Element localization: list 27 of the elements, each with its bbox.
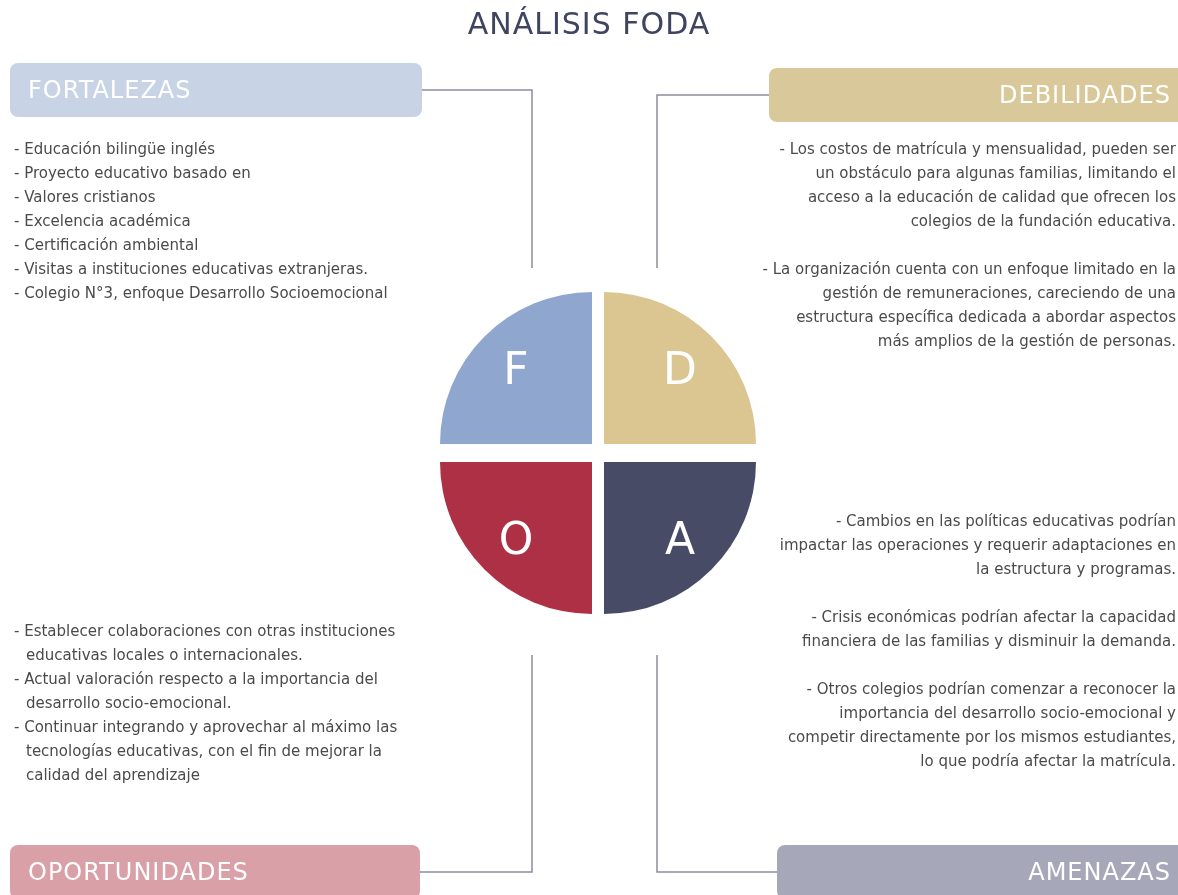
bullet-text: - Otros colegios podrían comenzar a reconocer la importancia del desarrollo socio-emocional y competir directamente por los mismos estudiantes, lo que podría afectar la matrícula. [786,679,1176,772]
connector-line [656,654,778,873]
connector-line [419,654,533,873]
connector-line [656,94,770,269]
bullet-text: - Proyecto educativo basado en [14,163,252,184]
bullet-text: - Continuar integrando y aprovechar al máximo las tecnologías educativas, con el fin de mejorar la calidad del aprendizaje [14,717,399,786]
bullet-text: - Valores cristianos [14,187,157,208]
title: ANÁLISIS FODA [466,6,712,41]
quadrant: O [440,462,592,614]
connector-line [421,89,533,269]
bullet-text: - Excelencia académica [14,211,192,232]
bullet-text: - Establecer colaboraciones con otras instituciones educativas locales o internacionales. [14,621,397,666]
bullet-text: - Los costos de matrícula y mensualidad, pueden ser un obstáculo para algunas familias, limitando el acceso a la educación de calidad que ofrecen los colegios de la fundación educativa. [778,139,1176,232]
quadrant: A [604,462,756,614]
section-header: OPORTUNIDADES [10,845,420,895]
bullet-text: - Cambios en las políticas educativas podrían impactar las operaciones y requerir adaptaciones en la estructura y programas. [778,511,1176,580]
bullet-text: - Educación bilingüe inglés [14,139,216,160]
bullet-text: - Colegio N°3, enfoque Desarrollo Socioemocional [14,283,389,304]
bullet-text: - La organización cuenta con un enfoque limitado en la gestión de remuneraciones, careciendo de una estructura específica dedicada a abordar aspectos más amplios de la gestión de personas. [761,259,1176,352]
section-header: DEBILIDADES [769,68,1178,122]
bullet-text: - Crisis económicas podrían afectar la capacidad financiera de las familias y disminuir la demanda. [801,607,1176,652]
section-header: AMENAZAS [777,845,1178,895]
bullet-text: - Actual valoración respecto a la importancia del desarrollo socio-emocional. [14,669,379,714]
quadrant: D [604,292,756,444]
quadrant: F [440,292,592,444]
bullet-text: - Visitas a instituciones educativas extranjeras. [14,259,370,280]
bullet-text: - Certificación ambiental [14,235,200,256]
